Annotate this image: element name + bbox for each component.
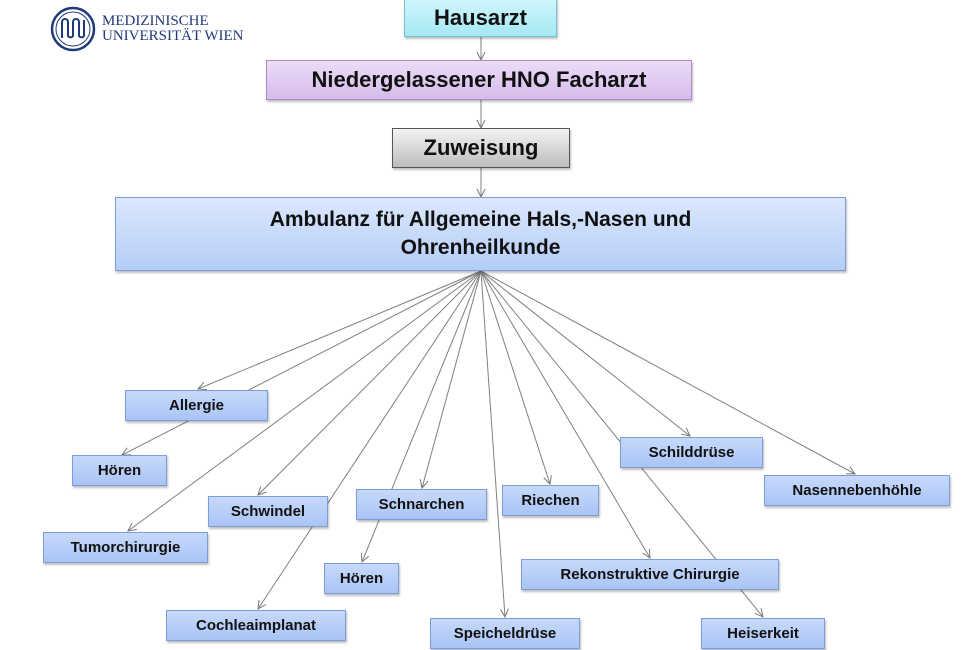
arrow-schilddruese [480,270,690,436]
node-hoeren-2: Hören [324,563,399,594]
university-seal-icon [50,6,96,52]
node-schwindel: Schwindel [208,496,328,527]
node-rekonstruktive-chirurgie: Rekonstruktive Chirurgie [521,559,779,590]
ambulanz-line2: Ohrenheilkunde [400,236,561,259]
university-logo: MEDIZINISCHE UNIVERSITÄT WIEN [50,6,244,52]
node-nasennebenhoehle: Nasennebenhöhle [764,475,950,506]
arrow-nasennebenhoehle [480,270,855,474]
node-schilddruese: Schilddrüse [620,437,763,468]
node-allergie: Allergie [125,390,268,421]
logo-line1: MEDIZINISCHE [102,13,209,29]
node-heiserkeit: Heiserkeit [701,618,825,649]
arrow-schnarchen [422,270,482,488]
node-schnarchen: Schnarchen [356,489,487,520]
node-zuweisung: Zuweisung [392,128,570,168]
arrow-cochleaimplanat [258,270,482,609]
arrow-riechen [480,270,550,484]
node-facharzt: Niedergelassener HNO Facharzt [266,60,692,100]
node-tumorchirurgie: Tumorchirurgie [43,532,208,563]
node-ambulanz: Ambulanz für Allgemeine Hals,-Nasen und … [115,197,846,271]
node-hausarzt: Hausarzt [404,0,557,37]
node-hoeren-1: Hören [72,455,167,486]
arrow-tumorchirurgie [128,270,482,531]
arrow-schwindel [258,270,482,495]
arrow-hoeren1 [122,270,482,455]
node-cochleaimplanat: Cochleaimplanat [166,610,346,641]
arrow-speicheldruese [480,270,505,617]
arrow-allergie [198,270,482,389]
node-speicheldruese: Speicheldrüse [430,618,580,649]
arrow-rekonstruktive [480,270,650,558]
logo-line2: UNIVERSITÄT WIEN [102,28,244,44]
node-riechen: Riechen [502,485,599,516]
ambulanz-line1: Ambulanz für Allgemeine Hals,-Nasen und [269,208,692,231]
